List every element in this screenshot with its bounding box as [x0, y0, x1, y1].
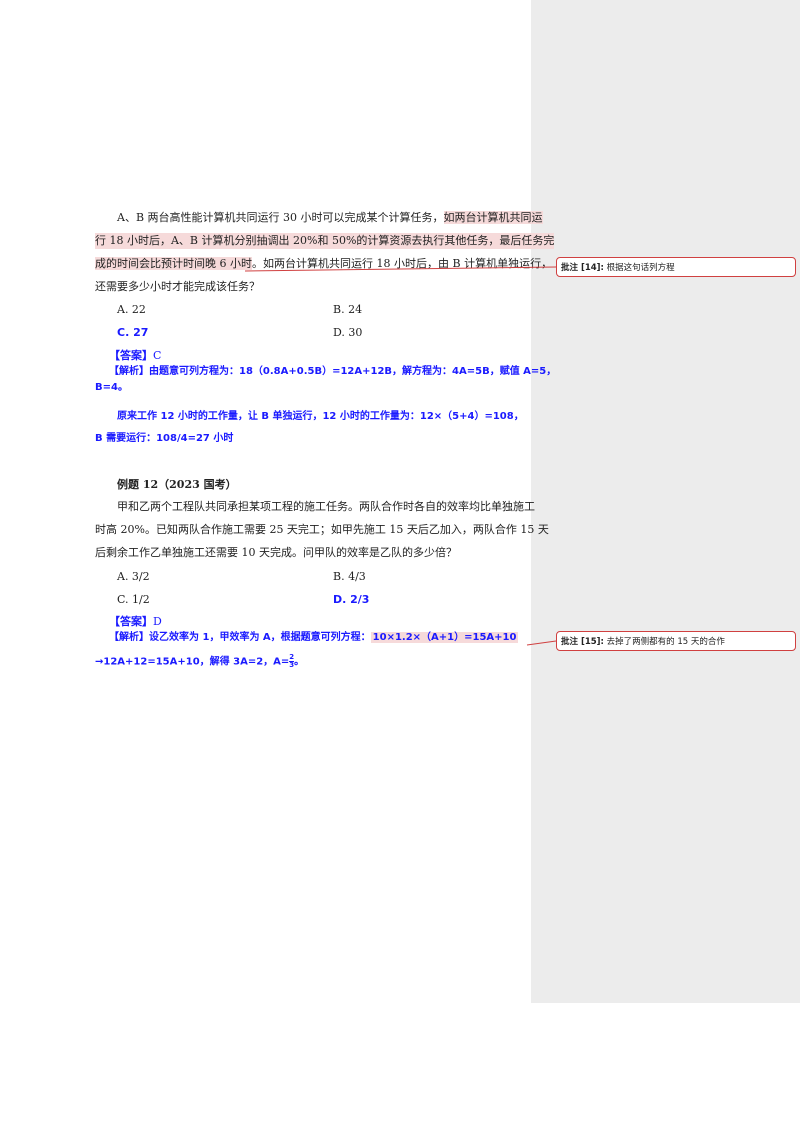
q11-analysis-1: 【解析】由题意可列方程为：18（0.8A+0.5B）=12A+12B，解方程为：…	[109, 366, 557, 377]
q11-answer: 【答案】C	[109, 349, 162, 362]
q11-line-1: A、B 两台高性能计算机共同运行 30 小时可以完成某个计算任务，如两台计算机共…	[117, 210, 543, 226]
q12-option-c: C. 1/2	[117, 593, 150, 606]
q11-line-4: 还需要多少小时才能完成该任务？	[95, 280, 260, 293]
q11-analysis-2: B=4。	[95, 382, 128, 393]
comment-connector-14	[244, 266, 557, 272]
q11-highlighted-text-end[interactable]: 成的时间会比预计时间晚 6 小时	[95, 257, 252, 270]
comment-15[interactable]: 批注 [15]: 去掉了两侧都有的 15 天的合作	[556, 631, 796, 651]
q12-line-1: 甲和乙两个工程队共同承担某项工程的施工任务。两队合作时各自的效率均比单独施工	[117, 500, 535, 513]
comment-margin-pane	[531, 0, 800, 1003]
q12-analysis-1: 【解析】设乙效率为 1，甲效率为 A，根据题意可列方程：10×1.2×（A+1）…	[109, 632, 519, 643]
q12-line-3: 后剩余工作乙单独施工还需要 10 天完成。问甲队的效率是乙队的多少倍？	[95, 546, 457, 559]
q11-option-a: A. 22	[117, 303, 146, 316]
q12-option-a: A. 3/2	[117, 570, 150, 583]
q11-analysis-4: B 需要运行：108/4=27 小时	[95, 433, 234, 444]
q11-highlighted-text[interactable]: 如两台计算机共同运	[443, 211, 543, 224]
q11-line-2[interactable]: 行 18 小时后，A、B 计算机分别抽调出 20%和 50%的计算资源去执行其他…	[95, 233, 555, 249]
comment-connector-15	[526, 640, 557, 646]
q11-analysis-3: 原来工作 12 小时的工作量，让 B 单独运行，12 小时的工作量为：12×（5…	[117, 411, 524, 422]
q11-option-c: C. 27	[117, 326, 149, 339]
q12-highlighted-equation[interactable]: 10×1.2×（A+1）=15A+10	[370, 632, 519, 643]
q11-option-d: D. 30	[333, 326, 363, 339]
q11-text: A、B 两台高性能计算机共同运行 30 小时可以完成某个计算任务，	[117, 211, 444, 224]
q12-option-d: D. 2/3	[333, 593, 370, 606]
q12-line-2: 时高 20%。已知两队合作施工需要 25 天完工；如甲先施工 15 天后乙加入，…	[95, 523, 549, 536]
q12-title: 例题 12（2023 国考）	[117, 478, 237, 491]
comment-14[interactable]: 批注 [14]: 根据这句话列方程	[556, 257, 796, 277]
q12-answer: 【答案】D	[109, 615, 162, 628]
q12-option-b: B. 4/3	[333, 570, 366, 583]
q11-line-3: 成的时间会比预计时间晚 6 小时。如两台计算机共同运行 18 小时后，由 B 计…	[95, 257, 553, 270]
q11-option-b: B. 24	[333, 303, 363, 316]
